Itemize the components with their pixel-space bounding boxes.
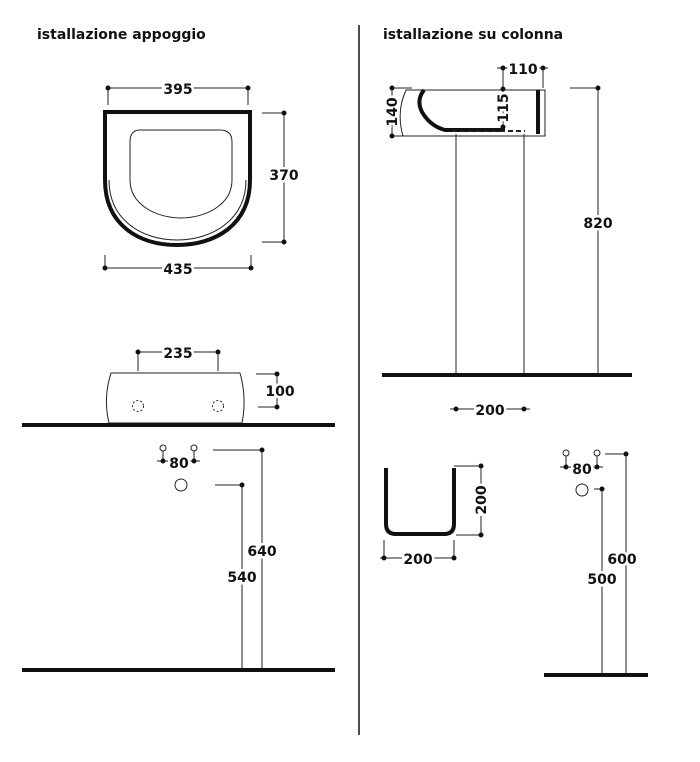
svg-text:140: 140 bbox=[385, 97, 401, 126]
basin-on-pedestal bbox=[399, 88, 546, 374]
dim-110: 110 bbox=[497, 60, 548, 88]
svg-text:80: 80 bbox=[169, 456, 189, 472]
svg-text:435: 435 bbox=[163, 262, 192, 278]
column-section: 200 200 bbox=[380, 463, 493, 571]
left-wall-connections: 80 640 540 bbox=[157, 444, 279, 670]
dim-370: 370 bbox=[262, 110, 301, 245]
svg-text:395: 395 bbox=[163, 82, 192, 98]
svg-text:200: 200 bbox=[474, 485, 490, 514]
title-pedestal-installation: istallazione su colonna bbox=[383, 27, 563, 43]
svg-text:500: 500 bbox=[587, 572, 616, 588]
basin-top-view bbox=[103, 110, 252, 248]
dim-235: 235 bbox=[135, 344, 221, 371]
svg-text:640: 640 bbox=[247, 544, 276, 560]
svg-text:100: 100 bbox=[265, 384, 294, 400]
right-wall-connections: 80 600 500 bbox=[560, 449, 639, 675]
dim-140: 140 bbox=[383, 85, 412, 139]
dim-100: 100 bbox=[256, 371, 297, 410]
dim-435: 435 bbox=[102, 255, 254, 281]
title-countertop-installation: istallazione appoggio bbox=[37, 27, 206, 43]
dim-395: 395 bbox=[105, 80, 251, 105]
dim-115: 115 bbox=[494, 86, 515, 130]
svg-text:110: 110 bbox=[508, 62, 537, 78]
svg-text:540: 540 bbox=[227, 570, 256, 586]
basin-side-view bbox=[105, 372, 245, 424]
svg-text:370: 370 bbox=[269, 168, 298, 184]
svg-text:80: 80 bbox=[572, 462, 592, 478]
dim-200-column: 200 bbox=[450, 401, 530, 422]
svg-text:600: 600 bbox=[607, 552, 636, 568]
svg-text:200: 200 bbox=[475, 403, 504, 419]
dim-820: 820 bbox=[570, 85, 615, 374]
svg-text:235: 235 bbox=[163, 346, 192, 362]
svg-text:820: 820 bbox=[583, 216, 612, 232]
svg-text:200: 200 bbox=[403, 552, 432, 568]
svg-text:115: 115 bbox=[496, 93, 512, 122]
